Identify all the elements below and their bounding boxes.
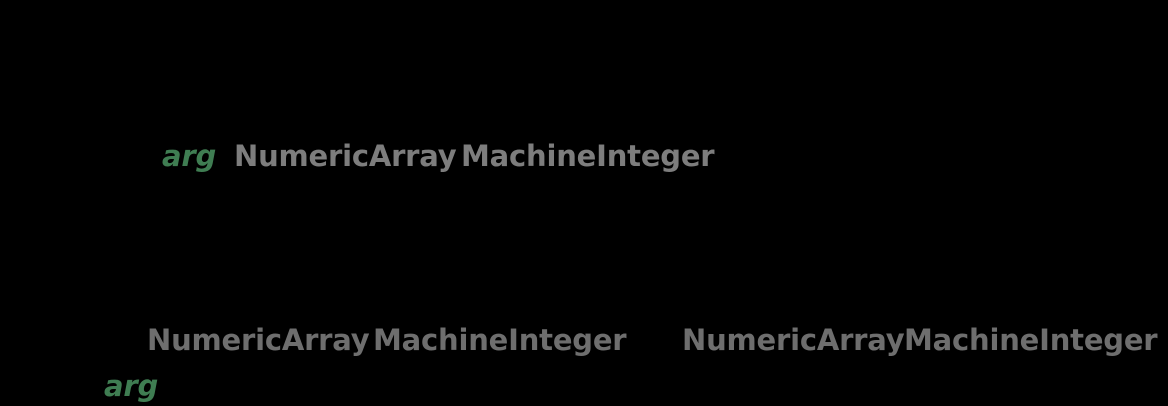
code-line[interactable]: arg [0, 370, 1168, 406]
symbol-token-machineinteger[interactable]: MachineInteger [904, 323, 1158, 357]
code-line[interactable]: arg NumericArray MachineInteger [0, 140, 1168, 180]
code-line[interactable] [0, 80, 1168, 120]
code-line[interactable] [0, 40, 1168, 80]
code-line[interactable] [0, 0, 1168, 40]
pattern-token-arg[interactable]: arg [104, 369, 159, 403]
code-line[interactable] [0, 190, 1168, 230]
code-line[interactable]: NumericArray MachineInteger NumericArray… [0, 324, 1168, 364]
symbol-token-numericarray[interactable]: NumericArray [234, 139, 457, 173]
pattern-token-arg[interactable]: arg [162, 139, 217, 173]
symbol-token-machineinteger[interactable]: MachineInteger [373, 323, 627, 357]
symbol-token-numericarray[interactable]: NumericArray [682, 323, 905, 357]
symbol-token-machineinteger[interactable]: MachineInteger [461, 139, 715, 173]
code-line[interactable] [0, 240, 1168, 280]
symbol-token-numericarray[interactable]: NumericArray [147, 323, 370, 357]
